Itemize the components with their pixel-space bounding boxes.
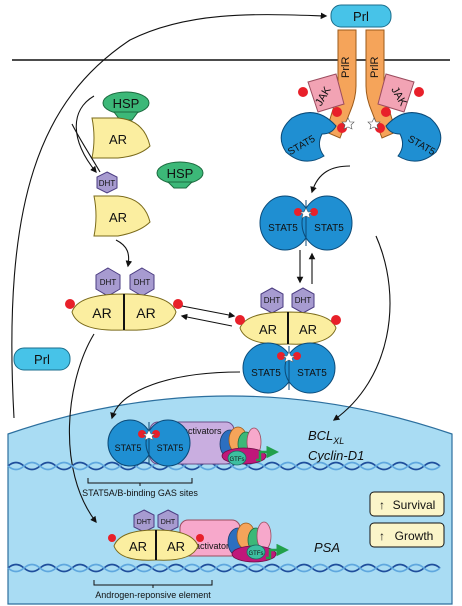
gene-bcl: BCLXL <box>308 428 344 446</box>
hsp-top-label: HSP <box>113 96 140 111</box>
ar-dimer-cytoplasm: DHT DHT AR AR <box>65 267 183 331</box>
stat5-complex-left-label: STAT5 <box>251 368 281 379</box>
ar-hsp-complex: HSP AR <box>91 91 151 159</box>
outcome-growth: ↑ Growth <box>369 522 445 548</box>
phospho-dot <box>298 87 308 97</box>
dht-label: DHT <box>161 519 176 526</box>
phospho-dot <box>294 208 302 216</box>
activation-star <box>367 117 381 130</box>
are-bracket <box>93 580 213 588</box>
phospho-dot <box>381 107 391 117</box>
ar-dht-bound-label: AR <box>109 210 127 225</box>
growth-label: Growth <box>395 529 434 543</box>
gas-sites-label: STAT5A/B-binding GAS sites <box>82 488 198 498</box>
survival-label: Survival <box>393 498 436 512</box>
dht-label: DHT <box>137 519 152 526</box>
ar-dimer-left-label: AR <box>92 305 111 321</box>
pathway-arrows <box>11 12 391 524</box>
ar-with-hsp-label: AR <box>109 132 127 147</box>
phospho-dot <box>414 87 424 97</box>
gene-cyclin-d1: Cyclin-D1 <box>308 448 364 463</box>
jak-right <box>377 73 415 113</box>
stat5-receptor-left <box>280 112 337 162</box>
stat5-on-gas-sites: co-activators STAT5 STAT5 GTFs <box>107 419 279 467</box>
ar-dht-monomer: DHT AR <box>93 171 151 237</box>
dht-label: DHT <box>99 179 116 188</box>
ar-dna-right-label: AR <box>167 539 185 554</box>
phospho-dot <box>337 123 347 133</box>
prlr-left-label: PrlR <box>340 57 352 78</box>
dna-strands <box>7 461 441 573</box>
up-arrow-survival: ↑ <box>379 498 385 512</box>
gtf-label-top: GTFs <box>230 457 245 463</box>
ar-complex-right-label: AR <box>299 322 317 337</box>
stat5-receptor-right <box>385 112 442 162</box>
stat5-dimer-left-label: STAT5 <box>268 223 298 234</box>
ar-dht-bound <box>93 195 151 237</box>
prl-ligand-left <box>13 347 71 371</box>
ar-dimer-right-label: AR <box>136 305 155 321</box>
phospho-dot <box>375 123 385 133</box>
prl-ligand-left-label: Prl <box>34 352 50 367</box>
dht-label: DHT <box>264 296 281 305</box>
activation-star <box>341 117 355 130</box>
stat5-dna-left-label: STAT5 <box>115 443 142 453</box>
phospho-dot <box>332 107 342 117</box>
prlr-right-label: PrlR <box>369 57 381 78</box>
dht-label: DHT <box>295 296 312 305</box>
stat5-dimer-right-label: STAT5 <box>314 223 344 234</box>
ar-on-are-sites: DHT DHT co-activators AR AR GTFs <box>108 509 289 563</box>
stat5-dna-right-label: STAT5 <box>157 443 184 453</box>
are-sites-label: Androgen-reponsive element <box>95 590 211 600</box>
hsp-released: HSP <box>156 161 204 189</box>
stat5-dimer-cytoplasm: STAT5 STAT5 <box>259 195 353 251</box>
prl-ligand-top-label: Prl <box>353 9 369 24</box>
gas-bracket <box>87 478 193 486</box>
coactivators-stat5-label: co-activators <box>170 426 222 436</box>
dht-hexagon <box>96 171 118 194</box>
dht-label: DHT <box>100 278 117 287</box>
phospho-dot <box>310 208 318 216</box>
up-arrow-growth: ↑ <box>379 529 385 543</box>
prl-ligand-top <box>330 4 392 28</box>
outcome-survival: ↑ Survival <box>369 491 445 517</box>
ar-dimer-left <box>71 293 125 331</box>
hsp-mid-label: HSP <box>167 166 194 181</box>
dht-label: DHT <box>134 278 151 287</box>
ar-complex-left-label: AR <box>259 322 277 337</box>
coactivators-ar-label: co-activators <box>182 541 234 551</box>
gene-psa: PSA <box>314 540 340 555</box>
stat5-complex-right-label: STAT5 <box>297 368 327 379</box>
gtf-label-bottom: GTFs <box>249 551 264 557</box>
ar-dna-left-label: AR <box>129 539 147 554</box>
ar-stat5-complex: DHT DHT AR AR STAT5 STAT5 <box>235 287 341 394</box>
prlr-receptor-complex: Prl PrlR PrlR JAK JAK STAT5 STAT5 <box>280 4 442 162</box>
ar-with-hsp <box>91 117 151 159</box>
jak-left <box>307 73 345 113</box>
ar-dimer-right <box>123 293 177 331</box>
